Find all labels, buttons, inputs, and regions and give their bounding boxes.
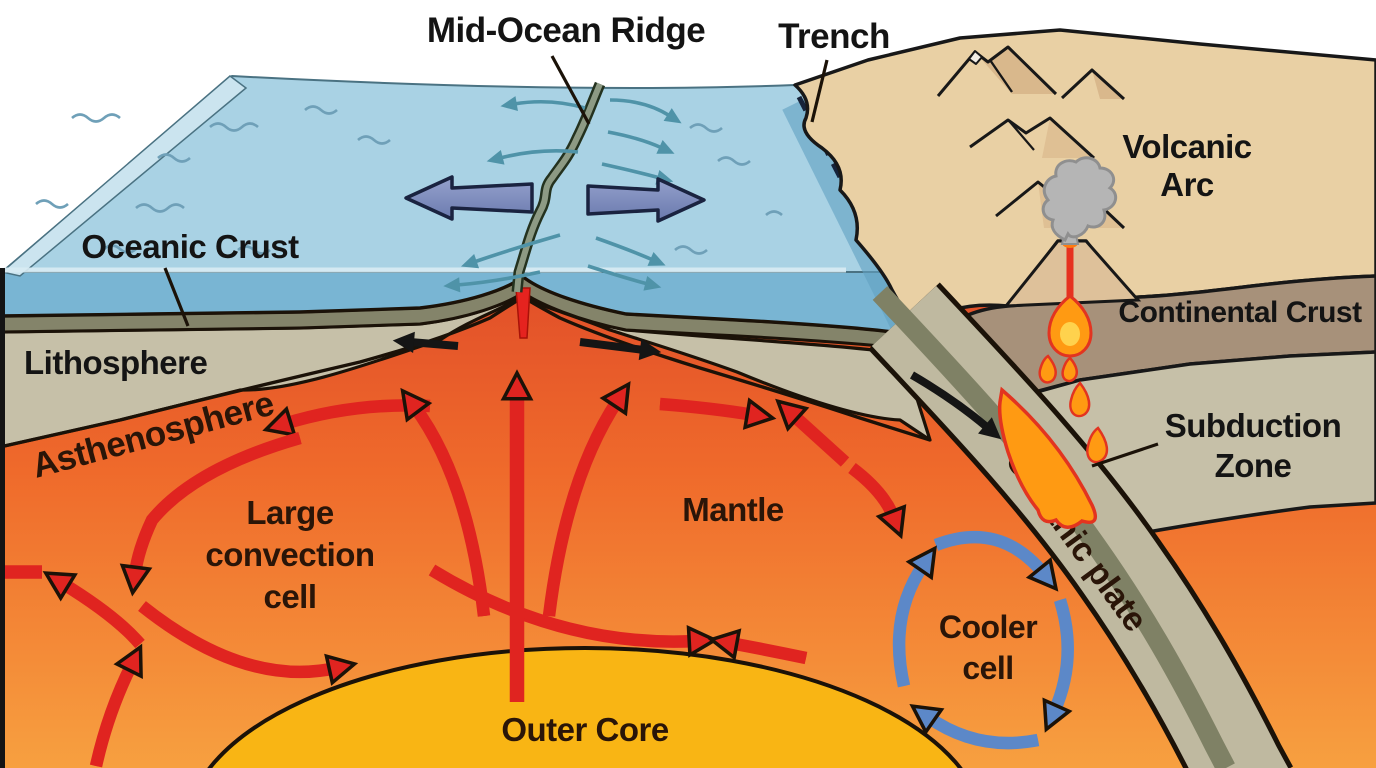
mid-ocean-ridge-pointer [550,55,591,125]
subducting-slab [868,282,1294,768]
subduction-zone-pointer [1091,442,1159,468]
label-volcanic-arc-line1: Volcanic [1122,128,1251,165]
label-oceanic-crust: Oceanic Crust [81,228,299,265]
label-continental-crust: Continental Crust [1118,296,1362,329]
label-subduction-zone-line1: Subduction [1165,407,1341,444]
label-mantle: Mantle [682,491,784,528]
eruption-smoke-plume [1041,156,1118,245]
trench-pointer [810,59,829,123]
crust-top-line [0,274,894,334]
subduction-magma [997,354,1109,529]
mid-ocean-ridge-line [511,81,606,293]
label-mid-ocean-ridge: Mid-Ocean Ridge [427,11,705,50]
label-cooler-cell-line2: cell [962,650,1013,686]
label-large-convection-cell-line2: convection [205,536,374,573]
label-outer-core: Outer Core [501,711,669,748]
label-volcanic-arc-line2: Arc [1160,166,1214,203]
oceanic-crust-pointer [163,267,190,327]
spreading-arrow-right [586,177,706,223]
magma-drip [1061,356,1079,383]
block-left-edge [0,268,5,768]
cooler-cell-arrows [892,530,1074,750]
spreading-direction-arrows [404,175,706,223]
label-lithosphere: Lithosphere [24,344,207,381]
label-large-convection-cell-line3: cell [263,578,316,615]
magma-bulb-glow [1060,322,1080,346]
mantle-convection-arrows [0,369,907,768]
seafloor-current-arrows [443,96,682,293]
label-cooler-cell-line1: Cooler [939,609,1037,645]
label-subduction-zone-line2: Zone [1215,447,1292,484]
spreading-arrow-left [404,175,534,221]
outer-core-region [207,646,963,768]
label-trench: Trench [778,17,890,56]
ocean-bevel-edge [0,75,248,277]
slab-motion-arrow [909,371,1002,440]
ridge-lava-crack [515,287,531,339]
label-large-convection-cell-line1: Large [246,494,334,531]
plate-motion-arrows [392,331,662,361]
